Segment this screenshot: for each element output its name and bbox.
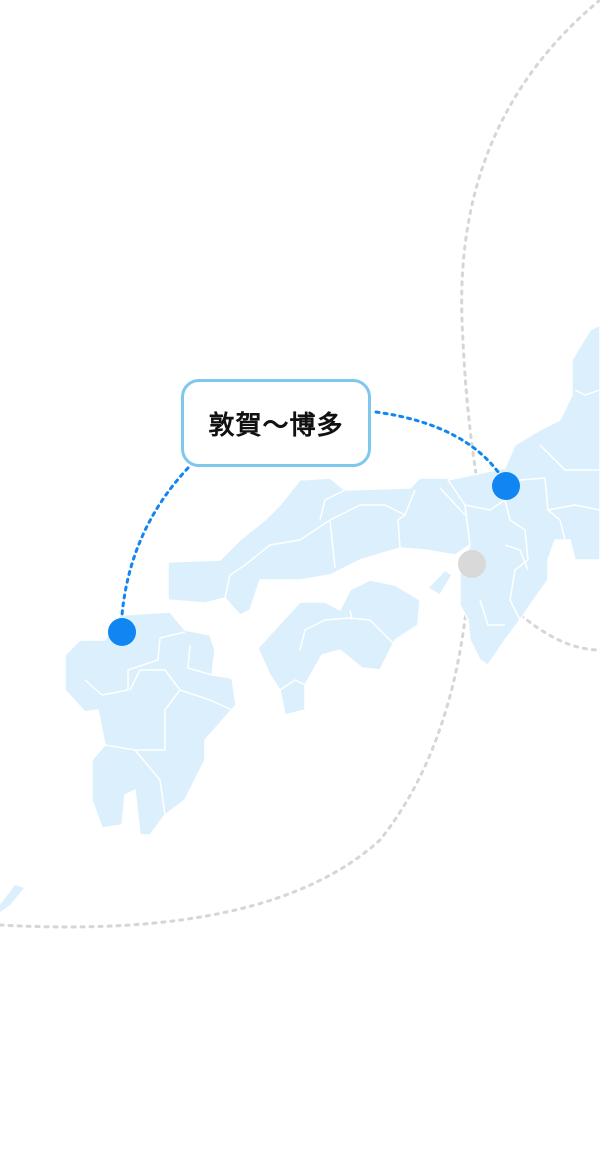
island-awaji: [427, 569, 453, 596]
region-chugoku: [167, 477, 471, 616]
kyushu-borders: [84, 631, 233, 816]
route-label: 敦賀〜博多: [208, 410, 344, 441]
guide-circle-east: [460, 0, 600, 652]
guide-circle-southwest: [0, 564, 512, 929]
route-segment-east: [374, 410, 507, 484]
island-fragment: [0, 885, 24, 912]
route-line: [120, 410, 507, 617]
route-label-box[interactable]: 敦賀〜博多: [181, 379, 371, 467]
location-dot-icon[interactable]: [108, 618, 136, 646]
region-shikoku: [257, 579, 421, 716]
honshu-borders: [464, 389, 600, 626]
region-kyushu: [64, 611, 237, 836]
japan-landmass: [64, 324, 600, 836]
chugoku-borders: [224, 487, 466, 599]
route-segment-west: [120, 466, 190, 617]
location-dot-icon[interactable]: [492, 472, 520, 500]
shikoku-borders: [279, 609, 396, 691]
region-honshu-central: [447, 324, 600, 666]
location-dot-icon[interactable]: [458, 550, 486, 578]
